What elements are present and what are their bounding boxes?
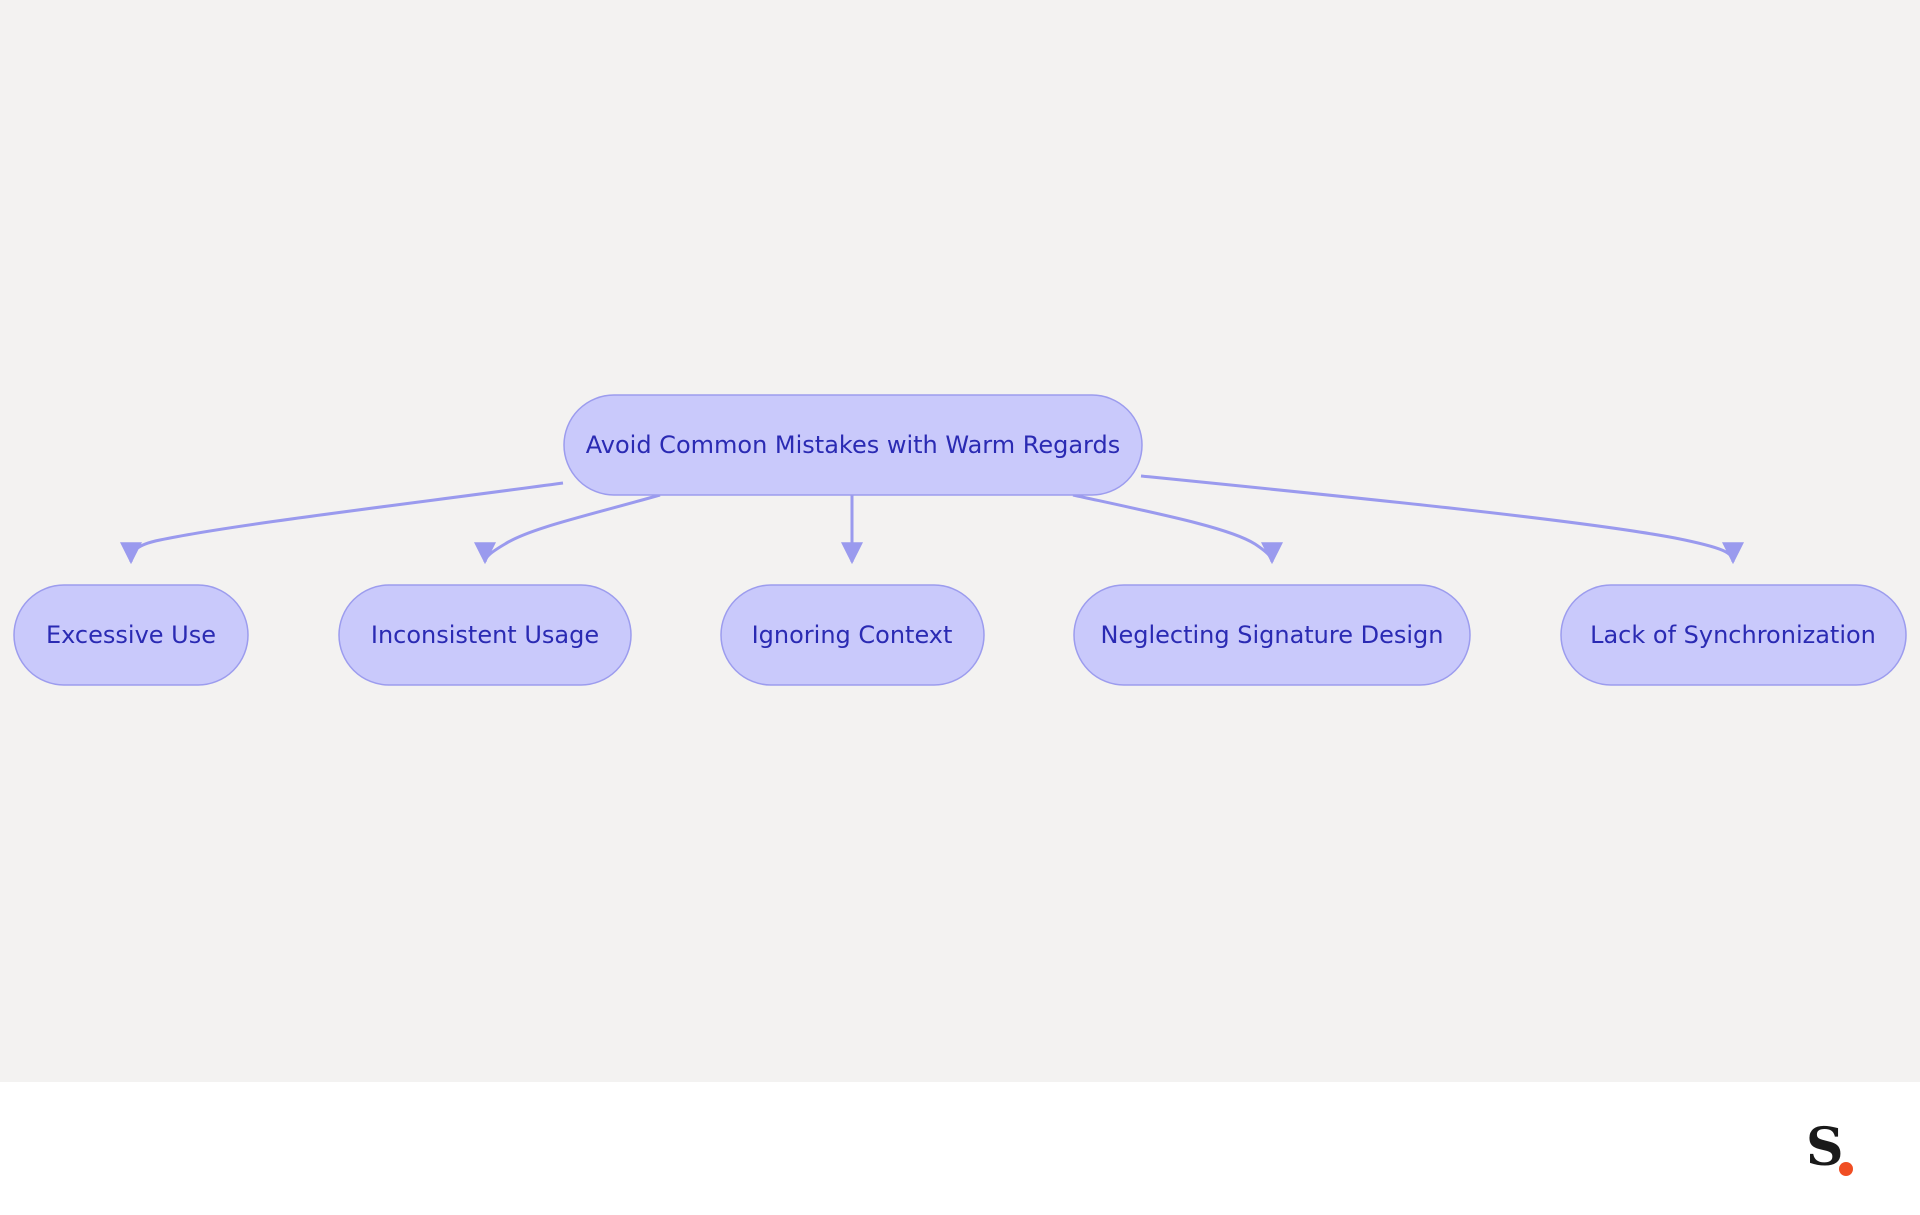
node-inconsistent-usage-shape xyxy=(338,584,632,686)
node-inconsistent-usage[interactable]: Inconsistent Usage xyxy=(338,584,632,686)
edge-root-excessive-use xyxy=(120,481,564,565)
node-lack-of-synchronization-shape xyxy=(1560,584,1907,686)
node-excessive-use-shape xyxy=(13,584,249,686)
node-inconsistent-usage-label: Inconsistent Usage xyxy=(371,621,599,649)
node-ignoring-context-shape xyxy=(720,584,985,686)
node-neglecting-signature-design-shape xyxy=(1073,584,1471,686)
node-lack-of-synchronization[interactable]: Lack of Synchronization xyxy=(1560,584,1907,686)
node-excessive-use[interactable]: Excessive Use xyxy=(13,584,249,686)
node-neglecting-signature-design-label: Neglecting Signature Design xyxy=(1100,621,1443,649)
node-ignoring-context-label: Ignoring Context xyxy=(752,621,953,649)
flowchart: Avoid Common Mistakes with Warm Regards … xyxy=(13,394,1907,686)
footer xyxy=(0,1082,1920,1215)
edges xyxy=(120,474,1744,565)
node-excessive-use-label: Excessive Use xyxy=(46,621,216,649)
node-root-shape xyxy=(563,394,1143,496)
edge-root-neglecting-signature-design xyxy=(1072,493,1283,565)
node-lack-of-synchronization-label: Lack of Synchronization xyxy=(1590,621,1876,649)
diagram-canvas: Avoid Common Mistakes with Warm Regards … xyxy=(0,0,1920,1082)
node-neglecting-signature-design[interactable]: Neglecting Signature Design xyxy=(1073,584,1471,686)
node-root[interactable]: Avoid Common Mistakes with Warm Regards xyxy=(563,394,1143,496)
edge-root-lack-of-synchronization xyxy=(1140,474,1744,565)
edge-root-inconsistent-usage xyxy=(474,493,661,565)
node-root-label: Avoid Common Mistakes with Warm Regards xyxy=(586,431,1120,459)
brand-logo: S xyxy=(1806,1118,1866,1182)
logo-dot-icon xyxy=(1839,1162,1853,1176)
node-ignoring-context[interactable]: Ignoring Context xyxy=(720,584,985,686)
logo-letter: S xyxy=(1806,1117,1844,1178)
